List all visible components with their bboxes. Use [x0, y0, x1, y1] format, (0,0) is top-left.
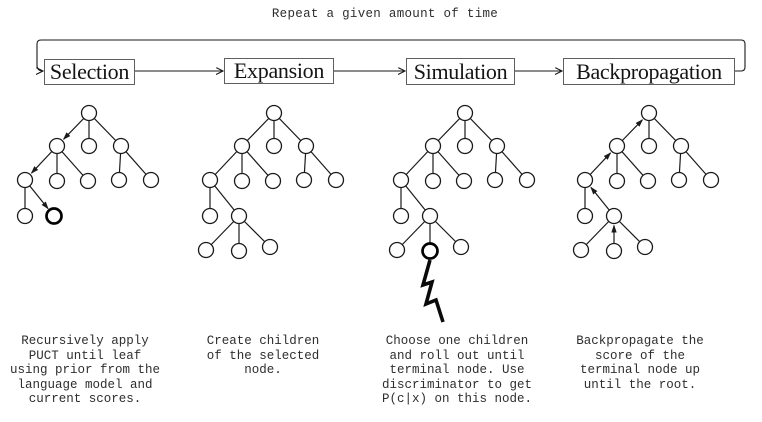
tree-node — [201, 171, 219, 189]
tree-node — [640, 137, 658, 155]
tree-node — [605, 207, 623, 225]
tree-node — [424, 172, 442, 190]
tree-node-selected — [421, 242, 439, 260]
tree-node — [640, 104, 658, 122]
step-box-simulation: Simulation — [406, 58, 515, 85]
tree-node — [639, 172, 657, 190]
tree-node — [392, 171, 410, 189]
tree-node — [452, 238, 470, 256]
tree-node — [392, 207, 410, 225]
tree-node — [605, 242, 623, 260]
tree-node — [297, 137, 315, 155]
tree-node — [576, 171, 594, 189]
tree-node — [702, 171, 720, 189]
tree-node — [608, 172, 626, 190]
tree-node — [388, 241, 406, 259]
tree-node — [670, 171, 688, 189]
tree-node — [576, 207, 594, 225]
step-label-selection: Selection — [49, 59, 130, 84]
tree-node — [80, 137, 98, 155]
expansion-tree — [197, 104, 345, 260]
tree-node — [16, 207, 34, 225]
tree-node — [197, 241, 215, 259]
tree-node — [261, 238, 279, 256]
tree-node — [486, 171, 504, 189]
tree-node — [265, 104, 283, 122]
tree-node — [233, 172, 251, 190]
tree-node — [79, 172, 97, 190]
tree-node — [264, 172, 282, 190]
tree-node — [201, 207, 219, 225]
tree-node — [233, 137, 251, 155]
tree-node — [572, 241, 590, 259]
tree-node — [142, 171, 160, 189]
tree-node — [636, 238, 654, 256]
tree-node — [16, 171, 34, 189]
tree-node — [112, 137, 130, 155]
tree-node — [455, 172, 473, 190]
tree-node — [672, 137, 690, 155]
backpropagation-tree — [572, 104, 720, 260]
tree-node — [456, 137, 474, 155]
tree-node — [230, 242, 248, 260]
tree-node — [421, 207, 439, 225]
step-description-selection: Recursively apply PUCT until leaf using … — [9, 334, 161, 406]
simulation-tree — [388, 104, 536, 323]
tree-node — [518, 171, 536, 189]
tree-node — [295, 171, 313, 189]
lightning-icon — [420, 259, 445, 323]
step-box-expansion: Expansion — [224, 58, 334, 84]
diagram-title: Repeat a given amount of time — [271, 7, 499, 21]
tree-node — [80, 104, 98, 122]
step-description-backpropagation: Backpropagate the score of the terminal … — [576, 334, 704, 392]
step-box-backpropagation: Backpropagation — [563, 58, 735, 85]
tree-node — [488, 137, 506, 155]
tree-node — [456, 104, 474, 122]
step-description-expansion: Create children of the selected node. — [206, 334, 320, 377]
tree-node — [265, 137, 283, 155]
step-label-backpropagation: Backpropagation — [576, 58, 722, 84]
tree-node — [48, 172, 66, 190]
tree-node — [110, 171, 128, 189]
tree-node — [230, 207, 248, 225]
step-box-selection: Selection — [44, 59, 135, 85]
loop-arrow — [37, 39, 746, 71]
step-description-simulation: Choose one children and roll out until t… — [381, 334, 533, 406]
tree-node — [48, 137, 66, 155]
selection-tree — [16, 104, 160, 225]
tree-node — [608, 137, 626, 155]
tree-node — [327, 171, 345, 189]
tree-node-selected — [45, 207, 63, 225]
step-label-expansion: Expansion — [233, 58, 325, 83]
tree-node — [424, 137, 442, 155]
step-label-simulation: Simulation — [413, 58, 508, 84]
